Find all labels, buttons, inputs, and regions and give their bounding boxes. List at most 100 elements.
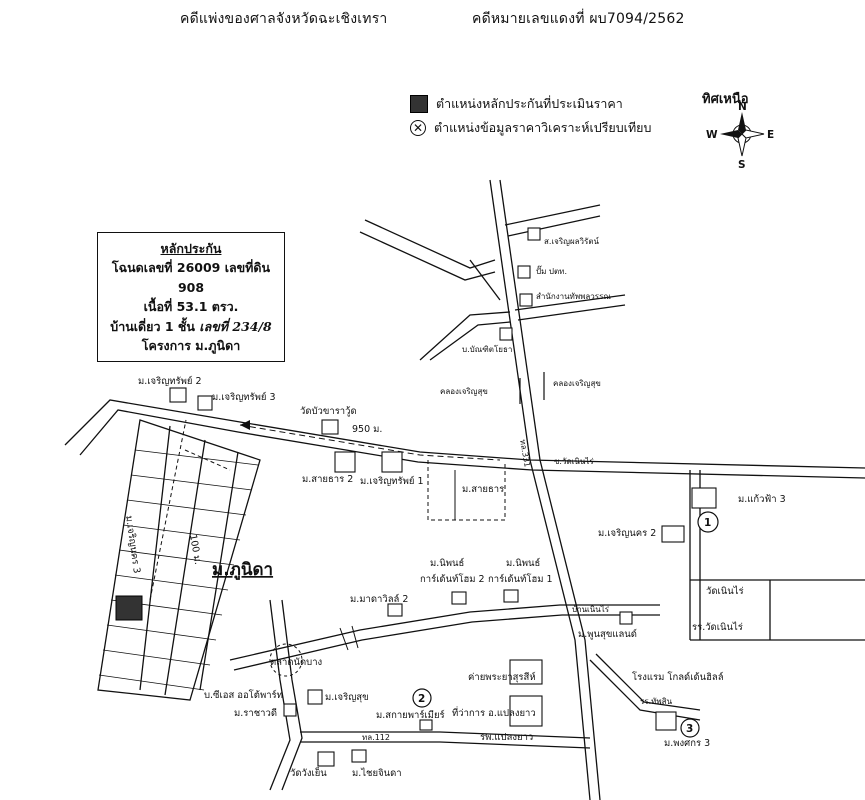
building (519, 293, 533, 307)
label-rachawadi: ม.ราชาวดี (234, 707, 277, 719)
infobox-house-prefix: บ้านเดี่ยว 1 ชั้น (110, 318, 195, 334)
label-nipon1: ม.นิพนธ์ (506, 557, 540, 569)
compass-title: ทิศเหนือ (702, 92, 749, 107)
infobox-deed: โฉนดเลขที่ 26009 เลขที่ดิน 908 (98, 258, 284, 297)
label-saithan: ม.สายธาร (462, 484, 504, 495)
infobox-house-no: เลขที่ 234/8 (199, 318, 272, 334)
infobox-deed-land-no: 908 (177, 279, 205, 295)
label-pump: ปั๊ม ปตท. (536, 265, 567, 276)
label-khai-phra: ค่ายพระยาสุรสีห์ (468, 671, 536, 683)
building (509, 695, 543, 727)
label-charoen-sap1: ม.เจริญทรัพย์ 1 (360, 475, 424, 487)
compass-s: S (738, 159, 746, 171)
building (509, 659, 543, 685)
building (381, 451, 403, 473)
header-case-court: คดีแพ่งของศาลจังหวัดฉะเชิงเทรา (180, 11, 388, 27)
building (307, 689, 323, 705)
infobox-title: หลักประกัน (160, 241, 222, 256)
label-sakphamai: ม.สกายพาร์เมียร์ (376, 709, 445, 721)
label-charoen-nakhon3: ม.เจริญนคร 3 (123, 515, 142, 574)
label-khlong-left: คลองเจริญสุข (440, 387, 488, 396)
compass-rose-icon: N S E W (706, 101, 774, 171)
label-wat-noenrai: วัดเนินไร่ (706, 585, 744, 597)
label-charoensuk: ม.เจริญสุข (325, 692, 369, 703)
label-charoen-nakhon2: ม.เจริญนคร 2 (598, 528, 656, 539)
building (503, 589, 519, 603)
circle-x-icon: ✕ (410, 120, 426, 136)
label-ref2: 2 (418, 693, 425, 705)
label-hotel: โรงแรม โกลด์เด้นฮิลล์ (632, 671, 724, 683)
label-charoen-sap2: ม.เจริญทรัพย์ 2 (138, 375, 202, 387)
building (451, 591, 467, 605)
compass-e: E (767, 129, 774, 141)
label-phunsuk: ม.พูนสุขแลนด์ (578, 628, 637, 640)
label-saithan2: ม.สายธาร 2 (302, 474, 353, 485)
legend-collateral-text: ตำแหน่งหลักประกันที่ประเมินราคา (436, 96, 623, 111)
label-chaichinda: ม.ไชยจินดา (352, 767, 402, 779)
building (517, 265, 531, 279)
label-bandit: บ.บัณฑิตโยธา (462, 344, 512, 354)
compass-w: W (706, 129, 718, 141)
infobox-area-value: 53.1 (176, 299, 208, 315)
building (334, 451, 356, 473)
label-ref1: 1 (704, 517, 711, 529)
label-charoen-wittaya: ส.เจริญผลวิรัตน์ (544, 236, 600, 246)
building (419, 719, 433, 731)
building (351, 749, 367, 763)
comparable-2-icon (412, 688, 432, 708)
infobox-area: เนื้อที่ 53.1 ตรว. (98, 297, 284, 316)
building (661, 525, 685, 543)
label-nipon2: ม.นิพนธ์ (430, 557, 464, 569)
label-wat-sothorn: วัดบัวขาราวู้ด (300, 406, 357, 417)
label-rr-wat-noenrai: รร.วัดเนินไร่ (692, 621, 743, 633)
building (321, 419, 339, 435)
label-rp-plaeng: รพ.แปลงยาว (480, 732, 533, 743)
collateral-info-box: หลักประกัน โฉนดเลขที่ 26009 เลขที่ดิน 90… (97, 232, 285, 362)
label-khlong-right: คลองเจริญสุข (553, 379, 601, 388)
infobox-area-unit: ตรว. (211, 299, 239, 315)
building (691, 487, 717, 509)
label-kaewfa3: ม.แก้วฟ้า 3 (738, 494, 786, 505)
label-b-sieds: บ.ซีเอส ออโต้พาร์ท (204, 689, 283, 701)
comparable-1-icon (697, 511, 719, 533)
building (499, 327, 513, 341)
building (527, 227, 541, 241)
label-hwy2: ทล.112 (362, 733, 390, 742)
label-wat-wangyen: วัดวังเย็น (290, 766, 327, 779)
building (317, 751, 335, 767)
map-legend: ตำแหน่งหลักประกันที่ประเมินราคา ✕ ตำแหน่… (410, 92, 651, 140)
building (283, 703, 297, 717)
comparable-3-icon (680, 718, 700, 738)
infobox-deed-prefix: โฉนดเลขที่ 26009 เลขที่ดิน (111, 260, 271, 276)
building (169, 387, 187, 403)
legend-collateral: ตำแหน่งหลักประกันที่ประเมินราคา (410, 92, 651, 116)
infobox-project: โครงการ ม.ภูนิดา (141, 337, 241, 353)
label-nipon1-b: การ์เด้นท์โฮม 1 (488, 573, 553, 585)
infobox-house: บ้านเดี่ยว 1 ชั้น เลขที่ 234/8 (98, 317, 284, 336)
label-sahakorn: สำนักงานทัพพลวรรณ (536, 292, 611, 301)
building (387, 603, 403, 617)
compass-n: N (738, 101, 747, 113)
header-case-number: คดีหมายเลขแดงที่ ผบ7094/2562 (472, 11, 685, 27)
label-950m: 950 ม. (352, 424, 382, 435)
building (655, 711, 677, 731)
label-phunida: ม.ภูนิดา (212, 560, 273, 581)
building (619, 611, 633, 625)
legend-comparable: ✕ ตำแหน่งข้อมูลราคาวิเคราะห์เปรียบเทียบ (410, 116, 651, 140)
collateral-marker (115, 595, 143, 621)
building (197, 395, 213, 411)
label-talad: ตลาดนัดบาง (270, 657, 322, 668)
label-phongsak3: ม.พงศกร 3 (664, 738, 710, 749)
label-ban-noenrai: บ้านเนินไร่ (572, 605, 610, 614)
label-100m: 100 ม. (187, 534, 203, 566)
label-mavadee2: ม.มาดาวิลล์ 2 (350, 593, 408, 605)
infobox-area-prefix: เนื้อที่ (143, 299, 173, 315)
filled-square-icon (410, 95, 428, 113)
hwy-label: ทล.331 (518, 439, 532, 468)
legend-comparable-text: ตำแหน่งข้อมูลราคาวิเคราะห์เปรียบเทียบ (434, 120, 652, 135)
label-nipon2-b: การ์เด้นท์โฮม 2 (420, 573, 485, 585)
label-rr-thap: รร.ทัพสิน (640, 697, 673, 706)
label-ref3: 3 (686, 723, 693, 735)
label-charoen-sap3: ม.เจริญทรัพย์ 3 (212, 391, 276, 403)
